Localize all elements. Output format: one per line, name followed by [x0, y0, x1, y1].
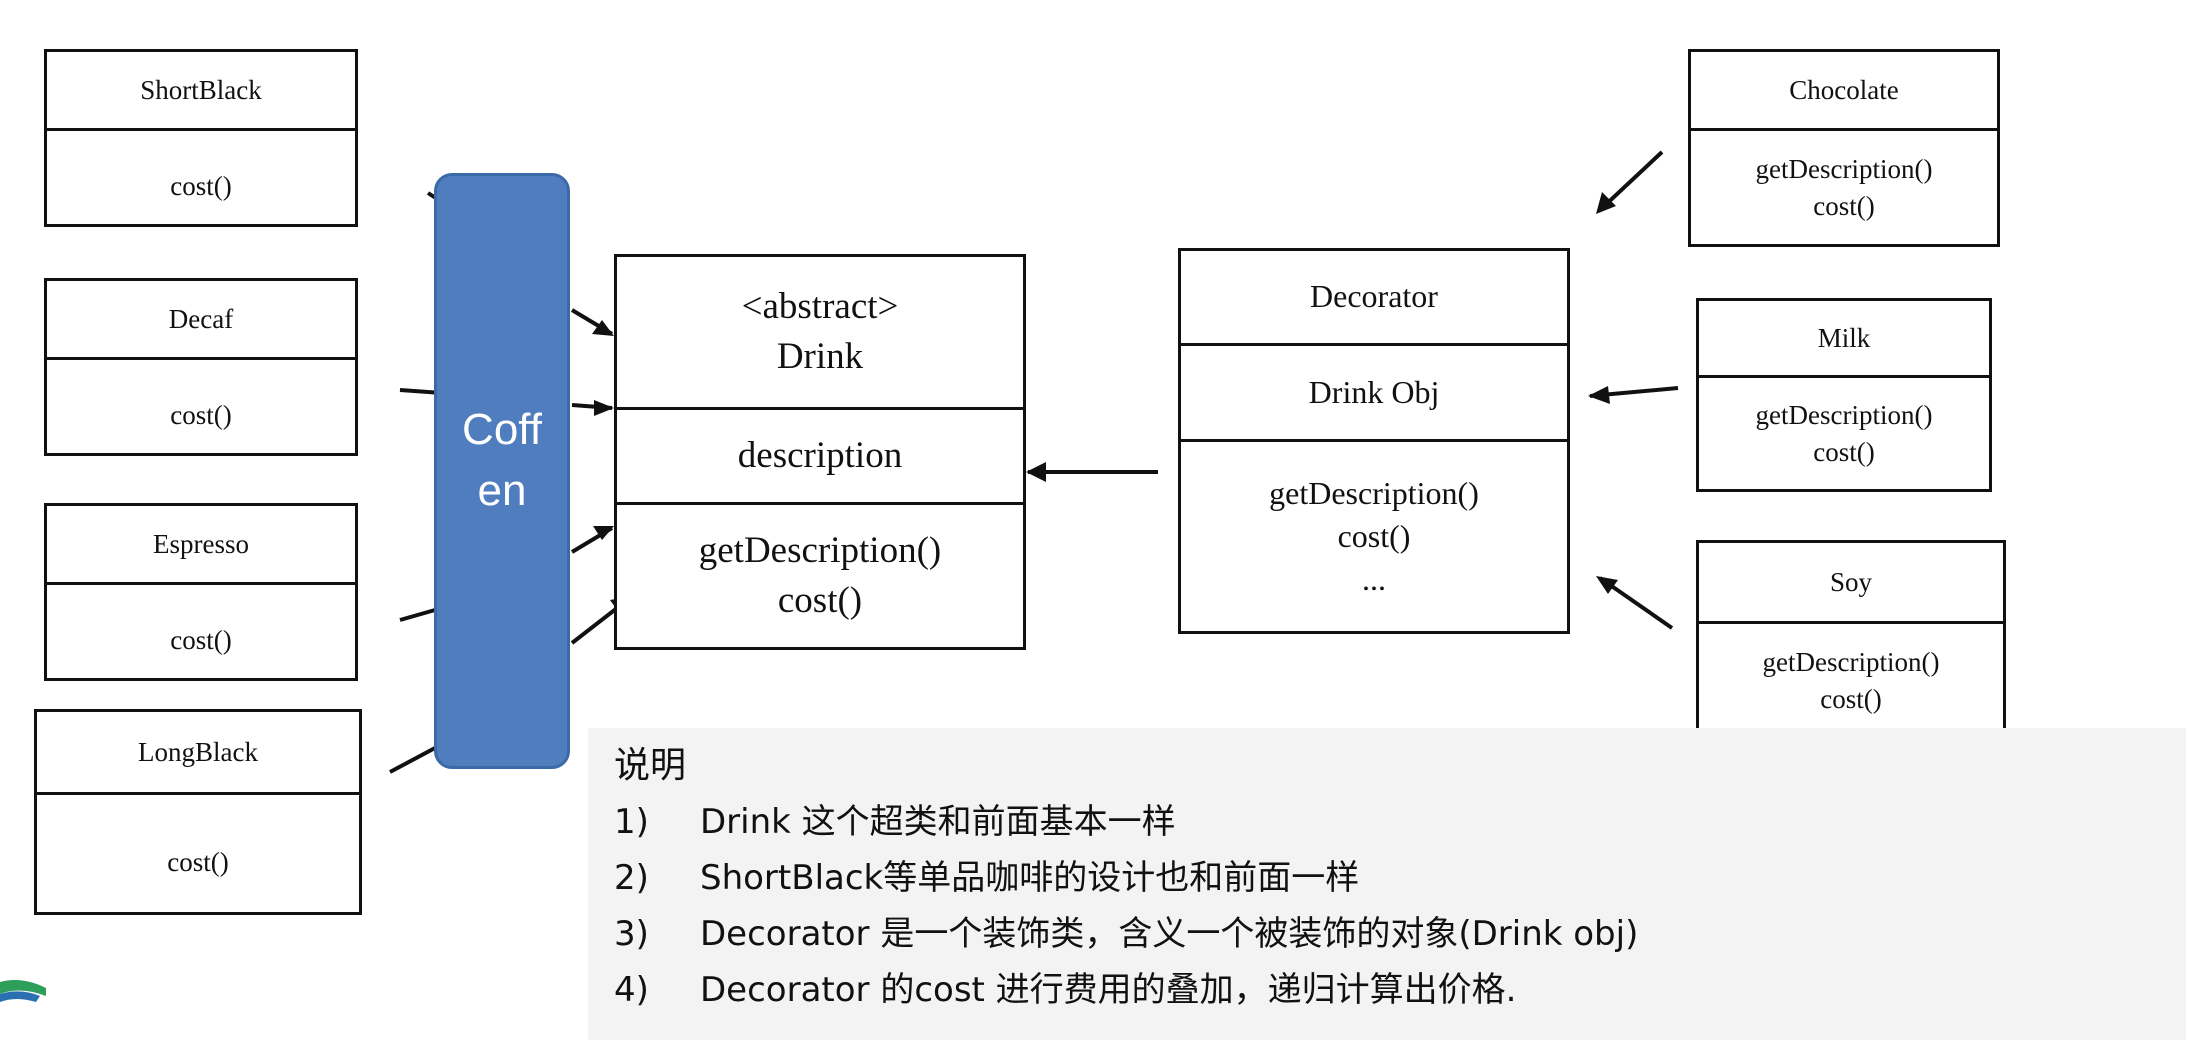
class-name: Soy: [1829, 566, 1873, 597]
note-item-number: 2): [614, 858, 649, 898]
class-longblack: LongBlack cost(): [34, 709, 362, 915]
class-methods: cost(): [47, 128, 355, 224]
class-soy: Soy getDescription() cost(): [1696, 540, 2006, 740]
drink-methods: getDescription() cost(): [617, 502, 1023, 647]
decorator-method-ellipsis: ...: [1362, 561, 1386, 598]
class-methods: getDescription() cost(): [1699, 621, 2003, 737]
method-getdescription: getDescription(): [1755, 400, 1933, 431]
note-item: 2) ShortBlack等单品咖啡的设计也和前面一样: [614, 850, 2186, 906]
note-item: 1) Drink 这个超类和前面基本一样: [614, 794, 2186, 850]
arrowhead-icon: [592, 320, 614, 336]
class-name: LongBlack: [138, 736, 258, 767]
arrowhead-icon: [593, 526, 614, 540]
note-item-number: 4): [614, 970, 649, 1010]
class-name: Decaf: [168, 303, 234, 334]
method-cost: cost(): [1820, 683, 1882, 714]
class-shortblack: ShortBlack cost(): [44, 49, 358, 227]
method-getdescription: getDescription(): [1762, 647, 1940, 678]
note-item: 4) Decorator 的cost 进行费用的叠加，递归计算出价格.: [614, 962, 2186, 1018]
drink-method-getdescription: getDescription(): [698, 530, 942, 572]
note-item: 3) Decorator 是一个装饰类，含义一个被装饰的对象(Drink obj…: [614, 906, 2186, 962]
method-cost: cost(): [1813, 436, 1875, 467]
method-getdescription: getDescription(): [1755, 154, 1933, 185]
coffen-group-bar: Coffen: [434, 173, 570, 769]
decorator-method-getdescription: getDescription(): [1269, 474, 1479, 511]
class-chocolate: Chocolate getDescription() cost(): [1688, 49, 2000, 247]
method-cost: cost(): [1813, 190, 1875, 221]
coffen-label: Coffen: [462, 405, 542, 515]
decorator-methods: getDescription() cost() ...: [1181, 439, 1567, 631]
drink-method-cost: cost(): [777, 580, 863, 621]
class-name: Espresso: [153, 528, 249, 559]
arrowhead-icon: [1596, 576, 1618, 594]
decorator-method-cost: cost(): [1337, 517, 1411, 554]
class-methods: getDescription() cost(): [1699, 375, 1989, 489]
note-item-number: 1): [614, 802, 649, 842]
corner-swoosh-icon: [0, 980, 46, 1002]
note-item-number: 3): [614, 914, 649, 954]
class-methods: cost(): [47, 582, 355, 678]
decorator-field: Drink Obj: [1181, 343, 1567, 439]
class-name: ShortBlack: [140, 74, 262, 105]
chocolate-to-decorator-arrow: [1598, 150, 1664, 212]
note-item-text: Drink 这个超类和前面基本一样: [700, 802, 1176, 842]
note-item-text: Decorator 是一个装饰类，含义一个被装饰的对象(Drink obj): [700, 914, 1639, 954]
note-item-text: Decorator 的cost 进行费用的叠加，递归计算出价格.: [700, 970, 1517, 1010]
class-decaf: Decaf cost(): [44, 278, 358, 456]
note-item-text: ShortBlack等单品咖啡的设计也和前面一样: [700, 858, 1360, 898]
class-methods: cost(): [47, 357, 355, 453]
drink-field: description: [617, 407, 1023, 502]
class-methods: cost(): [37, 792, 359, 912]
note-title: 说明: [614, 745, 687, 786]
arrowhead-icon: [1026, 462, 1046, 482]
class-name: Milk: [1817, 322, 1871, 353]
class-decorator: Decorator Drink Obj getDescription() cos…: [1178, 248, 1570, 634]
class-espresso: Espresso cost(): [44, 503, 358, 681]
arrowhead-icon: [1596, 192, 1616, 214]
class-drink: <abstract> Drink description getDescript…: [614, 254, 1026, 650]
drink-stereotype: <abstract>: [741, 286, 899, 328]
drink-header: <abstract> Drink: [617, 257, 1023, 407]
class-methods: getDescription() cost(): [1691, 128, 1997, 244]
drink-name: Drink: [776, 336, 864, 377]
decorator-name: Decorator: [1310, 278, 1438, 315]
class-name: Chocolate: [1789, 74, 1899, 105]
class-milk: Milk getDescription() cost(): [1696, 298, 1992, 492]
explanation-note: 说明 1) Drink 这个超类和前面基本一样 2) ShortBlack等单品…: [588, 728, 2186, 1040]
arrowhead-icon: [594, 400, 614, 416]
arrowhead-icon: [1588, 386, 1610, 404]
